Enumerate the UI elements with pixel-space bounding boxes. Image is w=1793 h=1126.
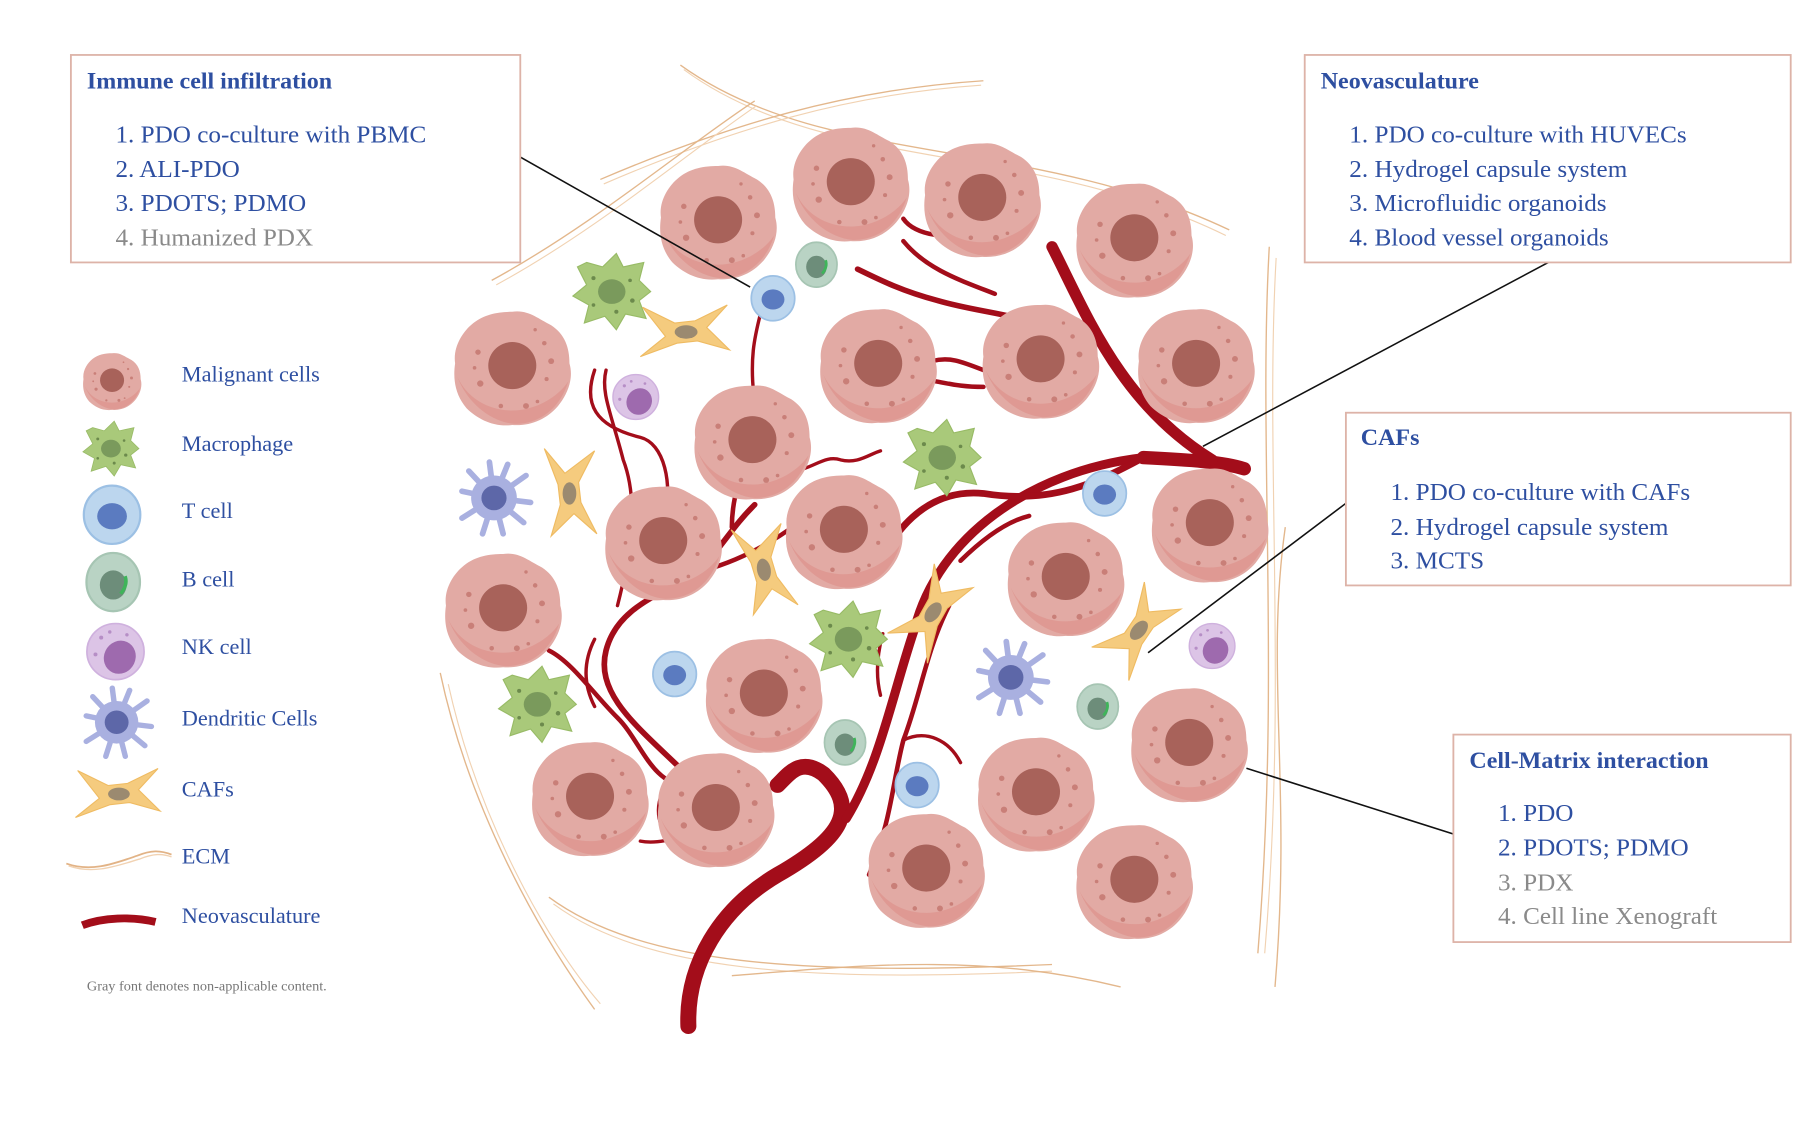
footnote: Gray font denotes non-applicable content… (87, 978, 327, 994)
malignant-cell (924, 143, 1041, 258)
box-cafs: CAFs 1. PDO co-culture with CAFs 2. Hydr… (1344, 411, 1792, 587)
legend-item-ecm: ECM (66, 844, 230, 871)
malignant-cell (1076, 825, 1193, 940)
ecm-fiber-icon (66, 850, 172, 871)
caf-icon (74, 767, 161, 819)
macrophage (809, 600, 888, 678)
legend-label: Neovasculature (182, 903, 321, 928)
box-immune-cell-infiltration: Immune cell infiltration 1. PDO co-cultu… (69, 54, 522, 264)
b-cell-icon (84, 551, 142, 614)
t-cell (894, 761, 940, 809)
cell-scene (445, 127, 1269, 940)
box-neovasculature: Neovasculature 1. PDO co-culture with HU… (1303, 54, 1792, 264)
malignant-cell-icon (83, 353, 142, 411)
box-item: 2. Hydrogel capsule system (1390, 514, 1668, 541)
b-cell (1075, 682, 1120, 731)
legend-item-neovasculature: Neovasculature (80, 903, 321, 929)
legend-item-malignant-cells: Malignant cells (83, 353, 320, 411)
macrophage-icon (82, 420, 140, 477)
malignant-cell (1076, 183, 1193, 298)
t-cell-icon (82, 484, 142, 546)
legend-label: Malignant cells (182, 362, 320, 387)
legend-label: CAFs (182, 776, 234, 801)
legend-label: B cell (182, 567, 235, 592)
box-cell-matrix-interaction: Cell-Matrix interaction 1. PDO 2. PDOTS;… (1452, 733, 1792, 943)
malignant-cell (454, 311, 571, 426)
legend-item-b-cell: B cell (84, 551, 235, 614)
malignant-cell (868, 813, 985, 928)
malignant-cell (660, 165, 777, 280)
legend-item-cafs: CAFs (74, 767, 234, 819)
malignant-cell (792, 127, 910, 242)
box-item: 1. PDO (1498, 800, 1573, 827)
box-title: CAFs (1361, 425, 1420, 451)
t-cell (652, 650, 698, 698)
legend-item-macrophage: Macrophage (82, 420, 294, 477)
macrophage (902, 418, 982, 497)
caf (543, 448, 598, 537)
legend-label: Macrophage (182, 431, 294, 456)
b-cell (823, 718, 867, 767)
legend-label: NK cell (182, 634, 252, 659)
blood-vessel-icon (80, 914, 157, 929)
box-item: 2. ALI-PDO (115, 156, 239, 183)
nk-cell (612, 373, 660, 421)
malignant-cell (445, 553, 562, 668)
legend-item-t-cell: T cell (82, 484, 233, 546)
box-item-non-applicable: 3. PDX (1498, 870, 1573, 897)
t-cell (750, 275, 796, 322)
macrophage (572, 252, 652, 331)
leader-line-matrix (1246, 767, 1455, 836)
nk-cell-icon (86, 622, 145, 681)
legend-label: T cell (182, 498, 233, 523)
leader-lines (519, 156, 1549, 836)
malignant-cell (1131, 688, 1248, 803)
box-item: 2. PDOTS; PDMO (1498, 835, 1689, 862)
malignant-cell (785, 475, 903, 590)
malignant-cell (532, 742, 649, 857)
legend: Malignant cells Macrophage T cell B cell… (66, 353, 327, 994)
box-item: 4. Blood vessel organoids (1349, 225, 1608, 252)
caf (639, 304, 731, 358)
box-item-non-applicable: 4. Cell line Xenograft (1498, 903, 1717, 930)
malignant-cell (1138, 309, 1255, 424)
box-item-non-applicable: 4. Humanized PDX (115, 225, 313, 252)
dendritic-cell (462, 462, 531, 534)
malignant-cell (978, 737, 1095, 852)
box-title: Neovasculature (1321, 69, 1479, 95)
malignant-cell (605, 486, 722, 601)
box-item: 3. PDOTS; PDMO (115, 190, 306, 217)
legend-item-nk-cell: NK cell (86, 622, 252, 681)
ecm-fibers (439, 64, 1286, 1010)
malignant-cell (820, 309, 937, 424)
leader-line-cafs (1147, 501, 1348, 654)
b-cell (794, 240, 839, 289)
box-title: Cell-Matrix interaction (1469, 748, 1708, 774)
box-item: 1. PDO co-culture with CAFs (1390, 479, 1690, 506)
legend-item-dendritic-cells: Dendritic Cells (86, 688, 317, 756)
leader-line-neovasculature (1202, 261, 1549, 448)
box-item: 3. MCTS (1390, 548, 1484, 575)
box-item: 1. PDO co-culture with HUVECs (1349, 122, 1686, 149)
dendritic-cell (979, 642, 1048, 714)
malignant-cell (982, 304, 1100, 419)
t-cell (1082, 470, 1128, 517)
dendritic-cell-icon (86, 688, 151, 756)
legend-label: Dendritic Cells (182, 706, 318, 731)
malignant-cell (705, 638, 823, 753)
malignant-cell (1007, 522, 1125, 637)
malignant-cell (1151, 468, 1269, 583)
leader-line-immune (519, 156, 751, 288)
legend-label: ECM (182, 844, 230, 869)
malignant-cell (657, 753, 775, 868)
malignant-cell (694, 385, 812, 500)
box-item: 1. PDO co-culture with PBMC (115, 122, 426, 149)
macrophage (497, 665, 577, 744)
box-item: 2. Hydrogel capsule system (1349, 156, 1627, 183)
box-item: 3. Microfluidic organoids (1349, 190, 1606, 217)
nk-cell (1188, 622, 1236, 670)
box-title: Immune cell infiltration (87, 69, 332, 95)
